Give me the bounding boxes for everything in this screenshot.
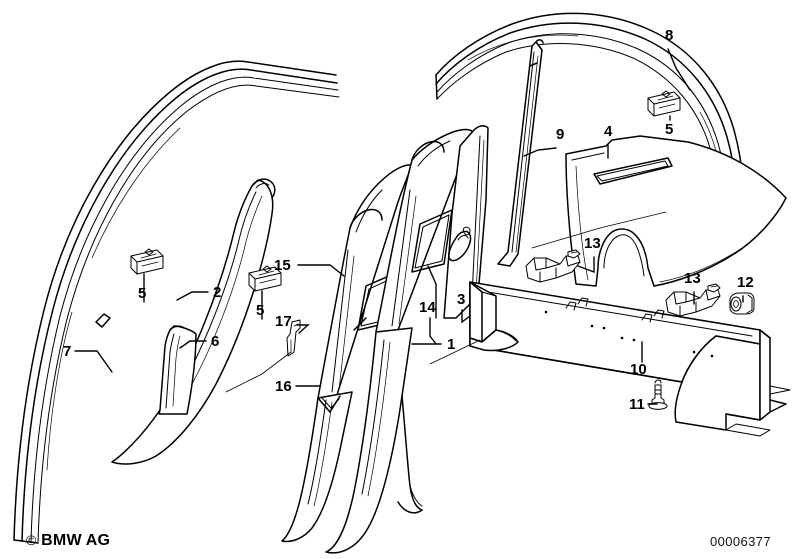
- callout-6: 6: [211, 333, 220, 350]
- callout-3: 3: [457, 291, 466, 308]
- part-6-a-pillar-lower-cover: [158, 325, 197, 415]
- callout-5-b: 5: [256, 302, 265, 319]
- callout-13-a: 13: [584, 235, 601, 252]
- part-5-trim-clip-b: [248, 265, 282, 292]
- part-17-retaining-bracket: [286, 319, 301, 357]
- part-12-rubber-grommet: [729, 292, 755, 315]
- callout-11: 11: [629, 396, 645, 413]
- callout-5-a: 5: [138, 285, 147, 302]
- part-9-b-pillar-guide-strip: [497, 39, 544, 267]
- callout-8: 8: [665, 27, 674, 44]
- callout-12: 12: [737, 274, 754, 291]
- part-13-sill-clip-b: [665, 283, 721, 317]
- part-2-a-pillar-trim-cover: [111, 178, 276, 465]
- part-4-c-pillar-trim-panel: [565, 135, 787, 287]
- part-13-sill-clip-a: [525, 249, 581, 283]
- trim-joint-notch: [317, 317, 367, 413]
- part-11-expanding-rivet: [648, 379, 668, 410]
- callout-17: 17: [275, 313, 292, 330]
- callout-15: 15: [274, 257, 291, 274]
- part-10-door-sill-trim: [469, 281, 791, 437]
- callout-2: 2: [213, 284, 222, 301]
- leader-lines: [74, 48, 744, 405]
- callout-16: 16: [275, 378, 292, 395]
- copyright-symbol: ©: [26, 532, 37, 548]
- part-3-door-pillar-trim-handle: [443, 125, 489, 319]
- callout-5-c: 5: [665, 121, 674, 138]
- callout-14: 14: [419, 299, 436, 316]
- callout-4: 4: [604, 123, 613, 140]
- callout-10: 10: [630, 361, 647, 378]
- callout-1: 1: [447, 336, 456, 353]
- part-5-trim-clip-a: [130, 248, 164, 275]
- part-7-door-frame-weatherstrip: [13, 60, 340, 544]
- copyright-owner: BMW AG: [41, 532, 111, 549]
- part-1-b-pillar-lower-trim: [325, 327, 423, 554]
- document-number: 00006377: [710, 534, 772, 549]
- callout-9: 9: [556, 126, 565, 143]
- callout-7: 7: [63, 343, 72, 360]
- copyright-notice: © BMW AG: [26, 532, 110, 550]
- part-16-b-pillar-lower-cover: [281, 391, 353, 543]
- callout-13-b: 13: [684, 270, 701, 287]
- part-5-trim-clip-c: [647, 90, 681, 117]
